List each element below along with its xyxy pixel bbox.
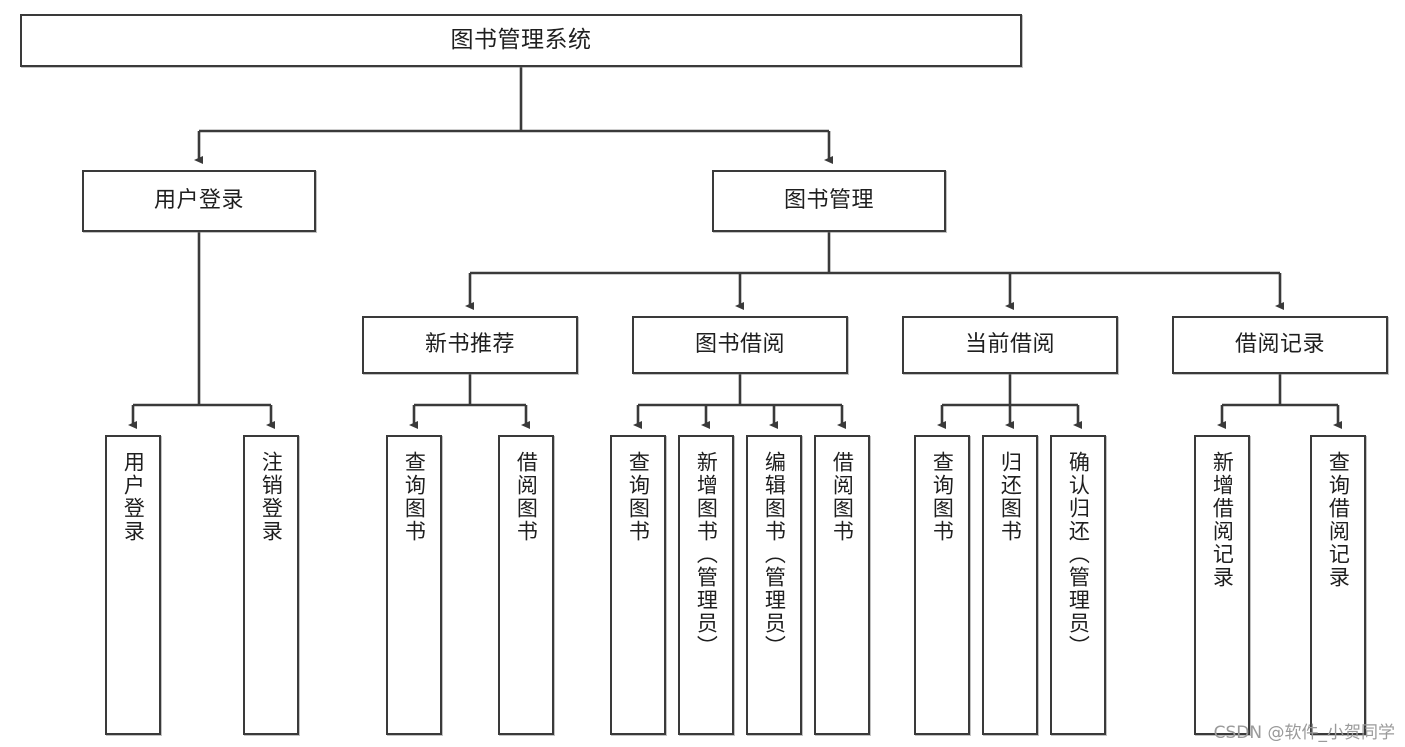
node-branch-user-login[interactable]: 用户登录 (82, 170, 316, 232)
node-branch-book-management[interactable]: 图书管理 (712, 170, 946, 232)
node-label: 借阅图书 (514, 451, 539, 543)
node-leaf-return-books[interactable]: 归还图书 (982, 435, 1038, 735)
node-label: 当前借阅 (964, 332, 1055, 358)
node-label: 图书管理 (783, 188, 874, 214)
node-leaf-logout[interactable]: 注销登录 (243, 435, 299, 735)
node-label: 图书借阅 (694, 332, 785, 358)
node-label: 用户登录 (153, 188, 244, 214)
node-leaf-query-books-current[interactable]: 查询图书 (914, 435, 970, 735)
node-label: 查询图书 (402, 451, 427, 543)
node-subbranch-current-borrowing[interactable]: 当前借阅 (902, 316, 1118, 374)
node-label: 查询图书 (930, 451, 955, 543)
node-leaf-add-book-admin[interactable]: 新增图书（管理员） (678, 435, 734, 735)
node-label: 查询图书 (626, 451, 651, 543)
node-label: 新增图书（管理员） (694, 451, 719, 658)
node-leaf-query-books-recommendation[interactable]: 查询图书 (386, 435, 442, 735)
node-label: 注销登录 (259, 451, 284, 543)
node-subbranch-book-borrowing[interactable]: 图书借阅 (632, 316, 848, 374)
node-leaf-borrow-books[interactable]: 借阅图书 (814, 435, 870, 735)
node-label: 用户登录 (121, 451, 146, 543)
node-label: 归还图书 (998, 451, 1023, 543)
node-label: 查询借阅记录 (1326, 451, 1351, 589)
node-label: 确认归还（管理员） (1066, 451, 1091, 658)
node-subbranch-borrowing-records[interactable]: 借阅记录 (1172, 316, 1388, 374)
node-label: 借阅记录 (1234, 332, 1325, 358)
node-label: 新书推荐 (424, 332, 515, 358)
node-label: 图书管理系统 (450, 27, 592, 54)
node-leaf-query-books-borrowing[interactable]: 查询图书 (610, 435, 666, 735)
node-label: 编辑图书（管理员） (762, 451, 787, 658)
node-label: 新增借阅记录 (1210, 451, 1235, 589)
node-leaf-query-borrowing-record[interactable]: 查询借阅记录 (1310, 435, 1366, 735)
node-leaf-borrow-books-recommendation[interactable]: 借阅图书 (498, 435, 554, 735)
watermark-text: CSDN @软件_小贺同学 (1213, 723, 1395, 743)
node-label: 借阅图书 (830, 451, 855, 543)
node-subbranch-new-book-recommendation[interactable]: 新书推荐 (362, 316, 578, 374)
node-leaf-confirm-return-admin[interactable]: 确认归还（管理员） (1050, 435, 1106, 735)
node-leaf-edit-book-admin[interactable]: 编辑图书（管理员） (746, 435, 802, 735)
node-leaf-add-borrowing-record[interactable]: 新增借阅记录 (1194, 435, 1250, 735)
node-leaf-user-login[interactable]: 用户登录 (105, 435, 161, 735)
node-root-book-management-system[interactable]: 图书管理系统 (20, 14, 1022, 67)
